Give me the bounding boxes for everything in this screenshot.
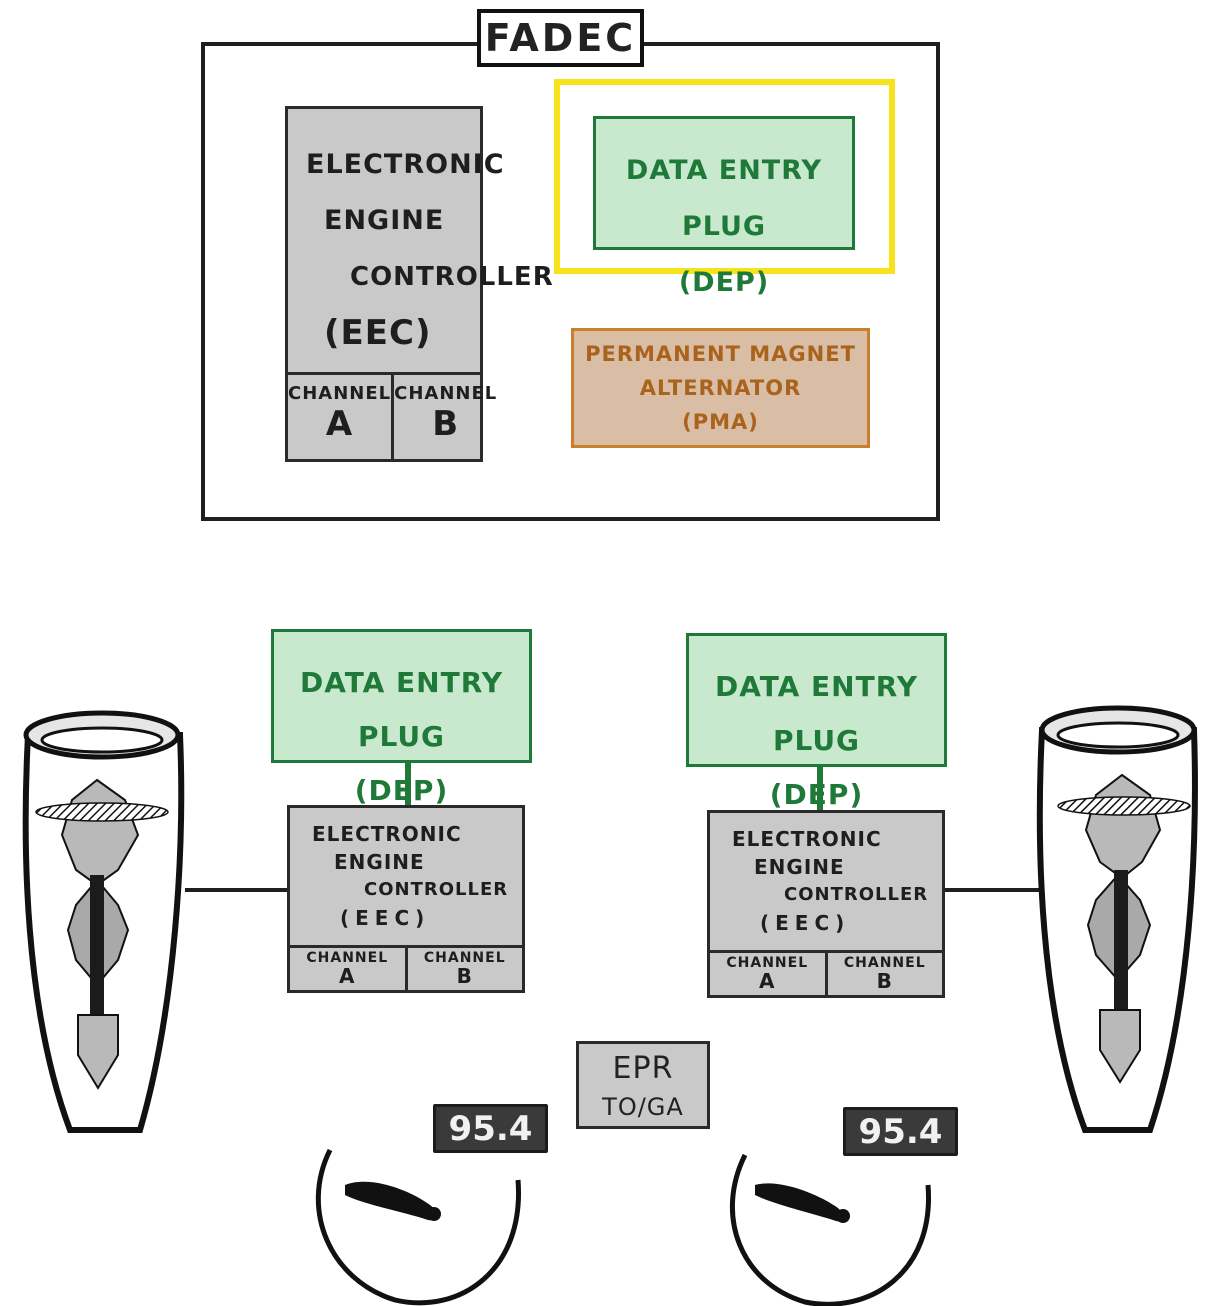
left-throttle-gauge-icon [315,1148,521,1306]
eec-label: ELECTRONIC ENGINE CONTROLLER (EEC) [288,109,554,407]
eec-channels: CHANNEL A CHANNEL B [290,945,522,990]
right-dep-box: DATA ENTRY PLUG (DEP) [686,633,947,811]
epr-mode: TO/GA [602,1093,684,1121]
left-engine-icon [22,710,185,1133]
left-epr-readout: 95.4 [433,1104,548,1153]
channel-a: CHANNEL A [290,948,405,990]
dep-label: DATA ENTRY PLUG [299,666,504,753]
channel-b: CHANNEL B [824,953,943,995]
eec-label-line: ELECTRONIC [732,827,882,851]
eec-label-line: ENGINE [754,855,845,879]
fadec-dep-box: DATA ENTRY PLUG (DEP) [593,116,855,298]
channel-b-label: CHANNEL [423,950,506,966]
pma-label-line: ALTERNATOR [639,376,802,400]
eec-label-line: ELECTRONIC [306,149,505,180]
dep-highlight [554,79,895,274]
eec-label-line: (EEC) [324,313,432,353]
channel-b: CHANNEL B [404,948,523,990]
epr-box: EPR TO/GA [576,1041,710,1129]
left-eec-box: ELECTRONIC ENGINE CONTROLLER (EEC) CHANN… [287,805,525,993]
dep-label: DATA ENTRY PLUG [625,155,823,242]
channel-b-letter: B [432,404,460,444]
channel-b: CHANNEL B [391,375,497,459]
channel-b-label: CHANNEL [394,383,498,404]
pma-label-line: PERMANENT MAGNET [585,342,856,366]
eec-label-line: ENGINE [324,205,445,236]
right-eec-box: ELECTRONIC ENGINE CONTROLLER (EEC) CHANN… [707,810,945,998]
eec-channels: CHANNEL A CHANNEL B [710,950,942,995]
epr-label: EPR [612,1051,674,1086]
channel-b-label: CHANNEL [843,955,926,971]
eec-label-line: (EEC) [340,906,431,930]
pma-label-line: (PMA) [682,410,759,434]
channel-a-label: CHANNEL [306,950,389,966]
channel-a-letter: A [339,964,356,988]
fadec-title: FADEC [477,9,644,67]
eec-label: ELECTRONIC ENGINE CONTROLLER (EEC) [290,808,522,960]
left-dep-box: DATA ENTRY PLUG (DEP) [271,629,532,807]
channel-b-letter: B [876,969,893,993]
channel-a: CHANNEL A [288,375,391,459]
eec-label-line: CONTROLLER [350,262,554,292]
eec-label-line: CONTROLLER [784,884,929,905]
eec-label-line: ENGINE [334,850,425,874]
dep-abbrev: (DEP) [678,267,770,298]
pma-box: PERMANENT MAGNET ALTERNATOR (PMA) [571,328,870,448]
right-engine-icon [1036,705,1198,1133]
right-throttle-gauge-icon [729,1153,931,1306]
right-epr-readout: 95.4 [843,1107,958,1156]
channel-a-label: CHANNEL [288,383,392,404]
channel-b-letter: B [456,964,473,988]
eec-label-line: (EEC) [760,911,851,935]
channel-a-letter: A [759,969,776,993]
eec-label-line: CONTROLLER [364,879,509,900]
eec-label-line: ELECTRONIC [312,822,462,846]
channel-a-letter: A [325,404,354,444]
eec-channels: CHANNEL A CHANNEL B [288,372,496,459]
channel-a-label: CHANNEL [726,955,809,971]
dep-abbrev: (DEP) [354,774,449,807]
channel-a: CHANNEL A [710,953,825,995]
fadec-eec-box: ELECTRONIC ENGINE CONTROLLER (EEC) CHANN… [285,106,554,462]
dep-label: DATA ENTRY PLUG [714,670,919,757]
dep-abbrev: (DEP) [769,778,864,811]
eec-label: ELECTRONIC ENGINE CONTROLLER (EEC) [710,813,942,965]
